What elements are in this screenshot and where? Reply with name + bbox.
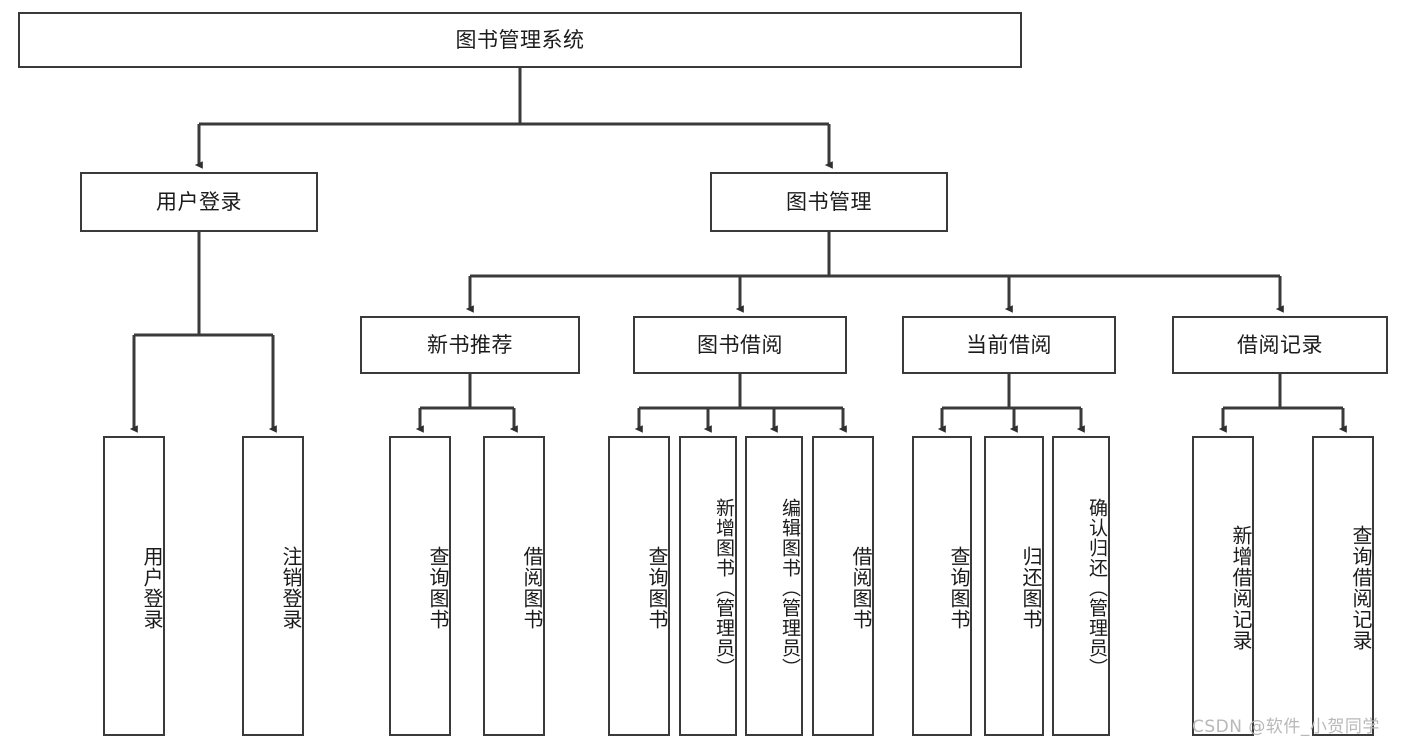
node-borrow-record[interactable]: 借阅记录	[1172, 316, 1388, 374]
node-current-borrow[interactable]: 当前借阅	[902, 316, 1116, 374]
node-leaf-borrow-book[interactable]: 借阅图书	[812, 436, 874, 736]
node-leaf-borrow-book-label: 借阅图书	[849, 546, 873, 630]
node-leaf-borrow-book-rec-label: 借阅图书	[520, 546, 544, 630]
node-leaf-query-book-rec-label: 查询图书	[426, 546, 450, 630]
node-leaf-add-record[interactable]: 新增借阅记录	[1192, 436, 1254, 736]
node-leaf-query-book-borrow[interactable]: 查询图书	[608, 436, 670, 736]
csdn-watermark: CSDN @软件_小贺同学	[1192, 717, 1380, 737]
node-leaf-borrow-book-rec[interactable]: 借阅图书	[483, 436, 545, 736]
node-current-borrow-label: 当前借阅	[966, 332, 1052, 357]
node-borrow-record-label: 借阅记录	[1237, 332, 1323, 357]
node-leaf-query-record[interactable]: 查询借阅记录	[1312, 436, 1374, 736]
node-leaf-logout[interactable]: 注销登录	[242, 436, 304, 736]
node-leaf-confirm-return[interactable]: 确认归还（管理员）	[1052, 436, 1110, 736]
node-leaf-return-book-label: 归还图书	[1019, 546, 1043, 630]
node-leaf-add-record-label: 新增借阅记录	[1229, 525, 1253, 651]
node-book-borrow[interactable]: 图书借阅	[633, 316, 847, 374]
node-root[interactable]: 图书管理系统	[18, 12, 1022, 68]
node-book-borrow-label: 图书借阅	[697, 332, 783, 357]
node-leaf-user-login-label: 用户登录	[140, 546, 164, 630]
node-user-login[interactable]: 用户登录	[80, 172, 318, 232]
node-leaf-add-book-label: 新增图书（管理员）	[713, 498, 735, 678]
node-book-manage-label: 图书管理	[786, 189, 872, 214]
node-leaf-query-book-borrow-label: 查询图书	[645, 546, 669, 630]
node-new-book-recommend-label: 新书推荐	[427, 332, 513, 357]
node-leaf-edit-book-label: 编辑图书（管理员）	[779, 498, 801, 678]
node-leaf-query-book-cur[interactable]: 查询图书	[912, 436, 972, 736]
node-user-login-label: 用户登录	[156, 189, 242, 214]
node-leaf-query-book-rec[interactable]: 查询图书	[389, 436, 451, 736]
node-leaf-logout-label: 注销登录	[279, 546, 303, 630]
node-root-label: 图书管理系统	[455, 27, 585, 52]
node-book-manage[interactable]: 图书管理	[710, 172, 948, 232]
node-leaf-query-book-cur-label: 查询图书	[947, 546, 971, 630]
node-leaf-edit-book[interactable]: 编辑图书（管理员）	[745, 436, 803, 736]
node-leaf-return-book[interactable]: 归还图书	[984, 436, 1044, 736]
node-leaf-user-login[interactable]: 用户登录	[103, 436, 165, 736]
node-leaf-add-book[interactable]: 新增图书（管理员）	[679, 436, 737, 736]
node-leaf-confirm-return-label: 确认归还（管理员）	[1086, 498, 1108, 678]
node-new-book-recommend[interactable]: 新书推荐	[360, 316, 580, 374]
node-leaf-query-record-label: 查询借阅记录	[1349, 525, 1373, 651]
